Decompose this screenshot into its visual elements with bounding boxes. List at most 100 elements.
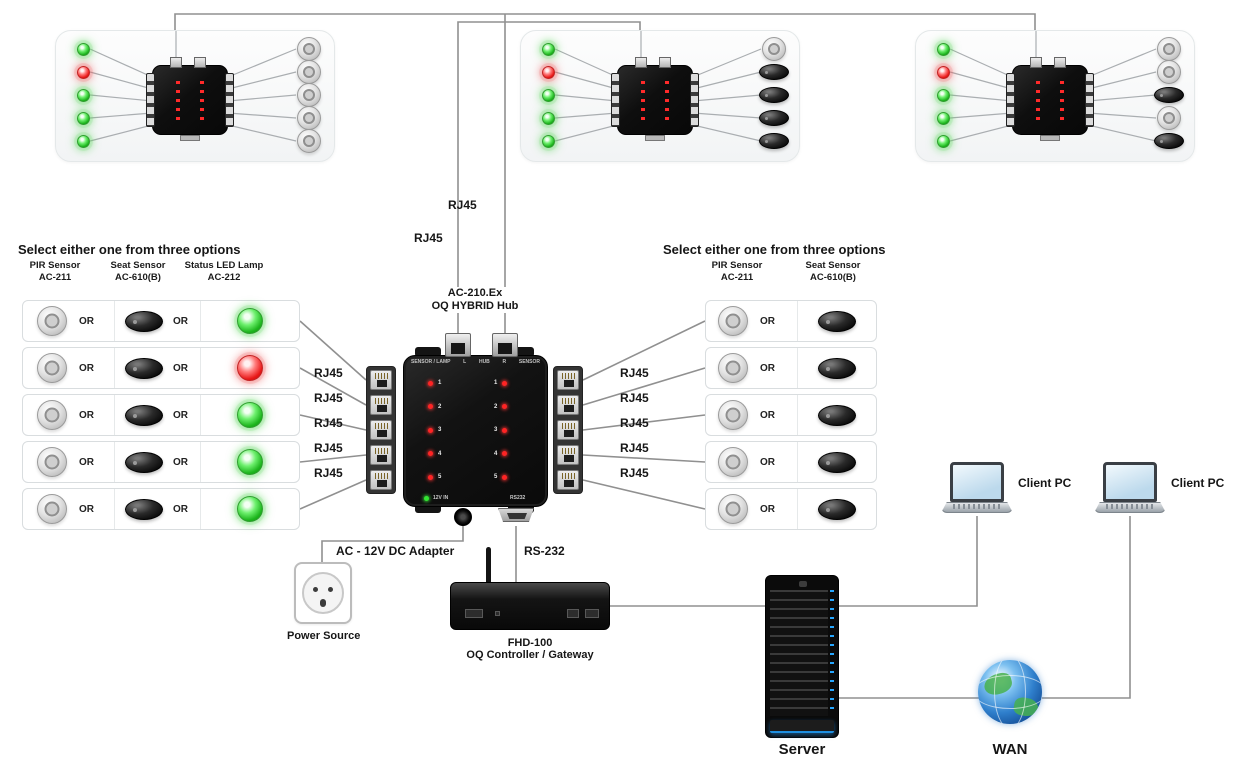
zone-sensor — [1154, 82, 1184, 108]
serial-port — [180, 135, 200, 141]
hub-led-column-right: 1 2 3 4 5 — [494, 380, 522, 480]
status-led — [542, 112, 555, 125]
port-strip — [1006, 73, 1015, 127]
rj45-label: RJ45 — [620, 441, 649, 455]
sensor-shape — [297, 60, 321, 84]
server-tower — [765, 575, 839, 738]
or-label: OR — [173, 362, 188, 374]
or-label: OR — [760, 409, 775, 421]
status-led — [937, 135, 950, 148]
client-pc2-label: Client PC — [1171, 476, 1225, 490]
zone-sensor — [759, 36, 789, 62]
or-label: OR — [173, 409, 188, 421]
zone-sensor — [294, 128, 324, 154]
pir-sensor — [37, 447, 67, 477]
zone-sensor — [1154, 128, 1184, 154]
sensor-shape — [1154, 87, 1184, 103]
pir-sensor — [37, 306, 67, 336]
zone-sensor — [759, 82, 789, 108]
or-label: OR — [173, 456, 188, 468]
status-led — [77, 66, 90, 79]
client-pc-2 — [1094, 462, 1166, 518]
sensor-shape — [759, 133, 789, 149]
pir-sensor — [718, 494, 748, 524]
led-column — [200, 81, 204, 123]
option-row: OR — [705, 347, 877, 389]
channel-led — [502, 451, 508, 456]
rj45-label: RJ45 — [314, 441, 343, 455]
rj45-port — [635, 57, 647, 68]
port-strip — [146, 73, 155, 127]
option-row: OR — [705, 394, 877, 436]
zone-sensor — [1154, 59, 1184, 85]
channel-led — [428, 427, 433, 433]
option-row: OR OR — [22, 394, 300, 436]
serial-port — [1040, 135, 1060, 141]
sensor-shape — [1157, 106, 1181, 130]
pir-sensor — [37, 353, 67, 383]
or-label: OR — [760, 315, 775, 327]
pir-sensor — [718, 447, 748, 477]
rj45-label: RJ45 — [314, 366, 343, 380]
adapter-label: AC - 12V DC Adapter — [336, 544, 455, 558]
hub-silkscreen: SENSOR / LAMP L HUB R SENSOR — [411, 359, 540, 365]
led-column — [176, 81, 180, 123]
socket-face — [302, 572, 344, 614]
front-led — [495, 611, 500, 616]
seat-sensor — [818, 404, 856, 426]
status-led-lamp — [237, 449, 263, 475]
status-led — [77, 43, 90, 56]
client-pc-1 — [941, 462, 1013, 518]
status-led — [937, 66, 950, 79]
option-row: OR OR — [22, 347, 300, 389]
sensor-shape — [759, 87, 789, 103]
sensor-shape — [762, 37, 786, 61]
led-column — [1036, 81, 1040, 123]
mounting-ear — [415, 503, 441, 513]
zone-sensor — [1154, 105, 1184, 131]
uplink-rj45-label: RJ45 — [414, 231, 443, 245]
status-led — [77, 112, 90, 125]
seat-sensor — [125, 357, 163, 379]
sensor-shape — [759, 110, 789, 126]
or-label: OR — [79, 456, 94, 468]
sensor-shape — [1157, 60, 1181, 84]
channel-led — [428, 474, 433, 480]
server-base — [770, 720, 834, 733]
rj45-label: RJ45 — [314, 466, 343, 480]
pir-sensor — [718, 353, 748, 383]
rj45-jack — [557, 395, 579, 415]
or-label: OR — [173, 503, 188, 515]
hub-name: OQ HYBRID Hub — [431, 300, 519, 313]
laptop-screen — [1103, 462, 1157, 502]
status-led — [77, 89, 90, 102]
sensor-shape — [1157, 37, 1181, 61]
status-led-lamp — [237, 402, 263, 428]
status-led — [77, 135, 90, 148]
rs232-label: RS-232 — [524, 544, 565, 558]
rj45-label: RJ45 — [314, 391, 343, 405]
rj45-jack — [557, 470, 579, 490]
rj45-port — [659, 57, 671, 68]
hub-body — [1012, 65, 1088, 135]
laptop-keyboard — [953, 504, 1001, 509]
or-label: OR — [173, 315, 188, 327]
rj45-jack — [557, 420, 579, 440]
globe-meridian — [994, 660, 1026, 724]
seat-sensor — [125, 310, 163, 332]
hub-serial-label: RS232 — [510, 495, 526, 501]
hub-model: AC-210.Ex — [447, 287, 503, 299]
rj45-jack — [370, 445, 392, 465]
power-button — [799, 581, 807, 587]
or-label: OR — [760, 456, 775, 468]
status-led-lamp — [237, 496, 263, 522]
main-hub-device — [403, 355, 548, 507]
seat-sensor — [125, 498, 163, 520]
rj45-label: RJ45 — [620, 416, 649, 430]
channel-led — [502, 380, 508, 386]
channel-led — [502, 427, 508, 433]
seat-sensor — [818, 498, 856, 520]
channel-led — [428, 451, 433, 456]
rj45-port — [194, 57, 206, 68]
